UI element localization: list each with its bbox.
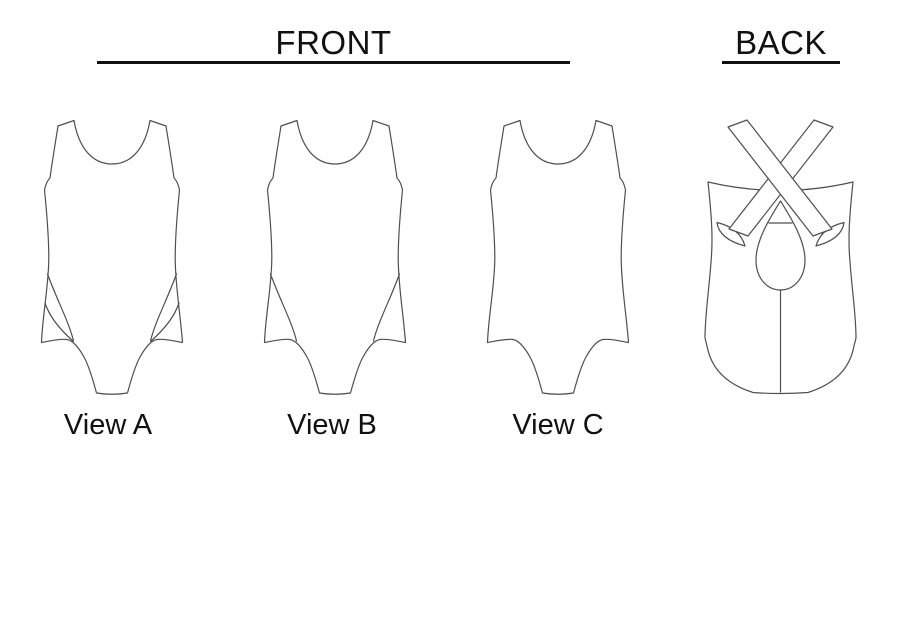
view-a-label: View A [63,409,153,441]
back-heading-rule [722,61,840,64]
leotard-back-cross-straps [704,119,857,395]
leotard-front-view-c [486,119,630,395]
leotard-front-view-a [40,119,184,395]
back-section-heading: BACK [735,24,827,61]
front-section-heading: FRONT [275,24,392,61]
view-b-label: View B [287,409,377,441]
view-c-label: View C [512,409,604,441]
leotard-front-view-b [263,119,407,395]
strap-left-shoulder [727,119,833,237]
front-heading-rule [97,61,570,64]
